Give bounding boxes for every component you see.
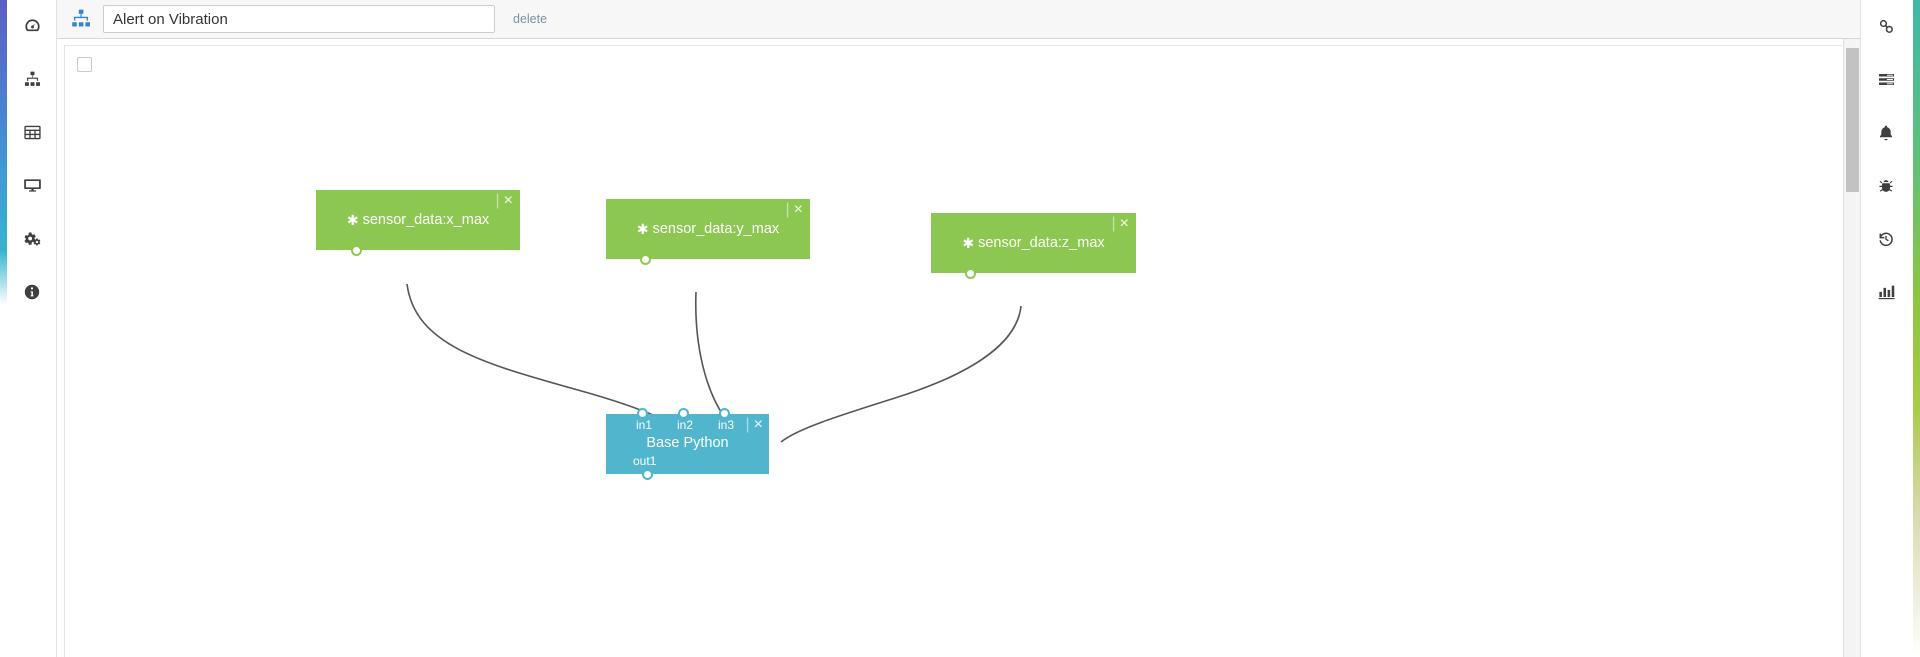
input-label-in1: in1 [636, 418, 653, 432]
scrollbar-thumb[interactable] [1846, 48, 1859, 192]
output-port-out1[interactable] [642, 469, 653, 480]
flow-canvas[interactable]: |× ✱sensor_data:x_max |× ✱sensor_data:y_… [57, 39, 1860, 657]
node-label-z: ✱sensor_data:z_max [962, 235, 1105, 251]
left-sidebar-icons [7, 0, 57, 318]
node-label-y: ✱sensor_data:y_max [636, 221, 780, 237]
settings-icon[interactable] [7, 212, 57, 265]
dashboard-icon[interactable] [7, 0, 57, 53]
history-icon[interactable] [1861, 212, 1911, 265]
toolbar: delete [57, 0, 1860, 39]
canvas-select-handle[interactable] [77, 57, 92, 72]
node-close-icon-y[interactable]: |× [785, 201, 804, 218]
input-port-in2[interactable] [678, 408, 689, 419]
flow-type-icon [68, 6, 94, 32]
left-accent-gradient [0, 0, 7, 305]
node-base-python[interactable]: |× in1 in2 in3 Base Python out1 [606, 408, 769, 480]
info-icon[interactable] [7, 265, 57, 318]
node-sensor-x[interactable]: |× ✱sensor_data:x_max [316, 190, 520, 256]
node-layer: |× ✱sensor_data:x_max |× ✱sensor_data:y_… [65, 46, 1843, 657]
snowflake-icon-y: ✱ [636, 221, 649, 237]
node-sensor-z[interactable]: |× ✱sensor_data:z_max [931, 213, 1136, 279]
snowflake-icon-z: ✱ [962, 235, 975, 251]
node-sensor-y[interactable]: |× ✱sensor_data:y_max [606, 199, 810, 265]
flow-title-input[interactable] [103, 5, 495, 33]
node-label-x: ✱sensor_data:x_max [346, 212, 490, 228]
input-port-in1[interactable] [637, 408, 648, 419]
output-port-z[interactable] [965, 268, 976, 279]
snowflake-icon-x: ✱ [346, 212, 359, 228]
canvas-surface[interactable]: |× ✱sensor_data:x_max |× ✱sensor_data:y_… [64, 45, 1842, 657]
right-sidebar [1860, 0, 1920, 657]
delete-flow-link[interactable]: delete [513, 12, 548, 26]
edge-z-to-in3 [780, 305, 1022, 443]
canvas-vertical-scrollbar[interactable] [1843, 39, 1860, 657]
input-port-in3[interactable] [719, 408, 730, 419]
link-icon[interactable] [1861, 0, 1911, 53]
left-sidebar [0, 0, 57, 657]
output-port-x[interactable] [351, 245, 362, 256]
right-accent-gradient [1913, 0, 1920, 657]
bell-icon[interactable] [1861, 106, 1911, 159]
chart-icon[interactable] [1861, 265, 1911, 318]
output-port-y[interactable] [640, 254, 651, 265]
bug-icon[interactable] [1861, 159, 1911, 212]
input-label-in2: in2 [677, 418, 694, 432]
right-sidebar-icons [1861, 0, 1914, 318]
table-icon[interactable] [7, 106, 57, 159]
edge-x-to-in1 [406, 283, 698, 443]
edge-layer [406, 283, 1022, 443]
node-close-icon-python[interactable]: |× [745, 416, 764, 433]
list-icon[interactable] [1861, 53, 1911, 106]
node-close-icon-x[interactable]: |× [495, 192, 514, 209]
flows-icon[interactable] [7, 53, 57, 106]
input-label-in3: in3 [718, 418, 735, 432]
monitor-icon[interactable] [7, 159, 57, 212]
node-close-icon-z[interactable]: |× [1111, 215, 1130, 232]
output-label-out1: out1 [633, 454, 657, 468]
node-label-base-python: Base Python [646, 435, 729, 451]
edge-y-to-in2 [694, 291, 739, 443]
